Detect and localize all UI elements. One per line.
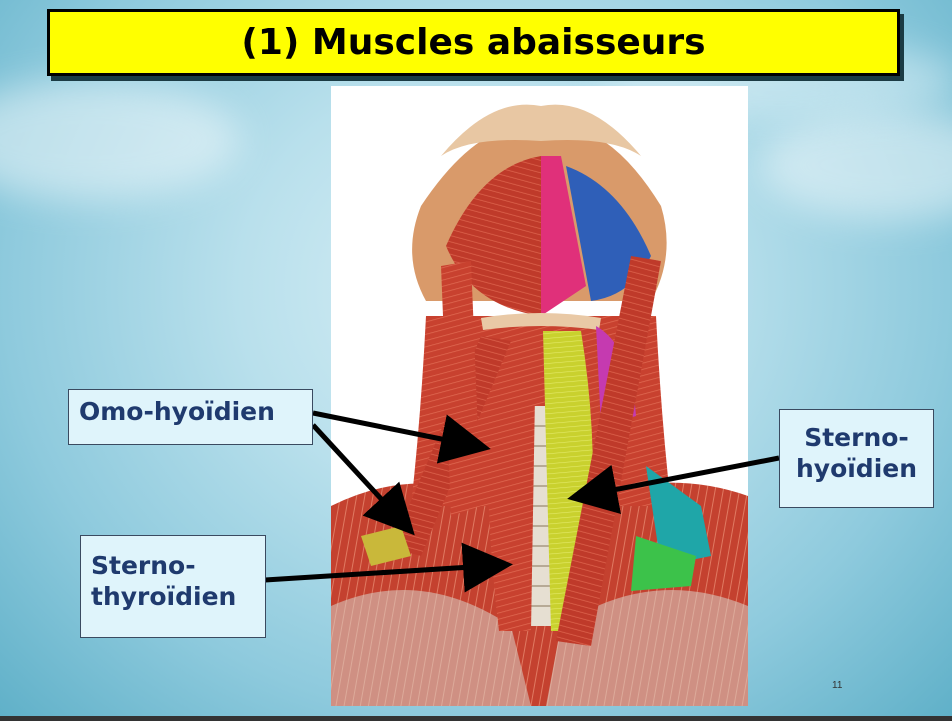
- bottom-divider: [0, 716, 952, 721]
- omohyoid-arrow-lower: [311, 423, 415, 536]
- face-skin: [441, 104, 641, 156]
- sternohyoid-arrow: [567, 455, 780, 514]
- sternothyroid-label: Sterno- thyroïdien: [80, 535, 266, 638]
- sternothyroid-arrow: [264, 542, 513, 593]
- sternohyoid-label-line1: Sterno-: [804, 423, 909, 452]
- slide-title: (1) Muscles abaisseurs: [241, 22, 706, 63]
- page-number: 11: [832, 680, 843, 691]
- sternothyroid-label-line2: thyroïdien: [91, 582, 237, 611]
- background-highlight: [0, 80, 240, 200]
- sternothyroid-label-line1: Sterno-: [91, 551, 196, 580]
- neck-anatomy-drawing: [331, 104, 748, 706]
- clavicle-region: [546, 590, 748, 706]
- neck-muscles-illustration: [331, 86, 748, 706]
- hyoid-bone: [481, 313, 601, 330]
- sternohyoid-label-line2: hyoïdien: [795, 454, 918, 483]
- omohyoid-label-text: Omo-hyoïdien: [79, 397, 275, 426]
- sternohyoid-label: Sterno- hyoïdien: [779, 409, 934, 508]
- omohyoid-arrow-upper: [312, 410, 491, 464]
- omohyoid-label: Omo-hyoïdien: [68, 389, 313, 445]
- sternocleidomastoid-right: [556, 256, 661, 646]
- omohyoid-inferior-right: [631, 536, 696, 591]
- scalene-right: [646, 466, 711, 566]
- scalene-left: [361, 526, 411, 566]
- slide-title-box: (1) Muscles abaisseurs: [47, 9, 900, 76]
- clavicle-region: [331, 590, 531, 706]
- digastric-right: [541, 156, 586, 316]
